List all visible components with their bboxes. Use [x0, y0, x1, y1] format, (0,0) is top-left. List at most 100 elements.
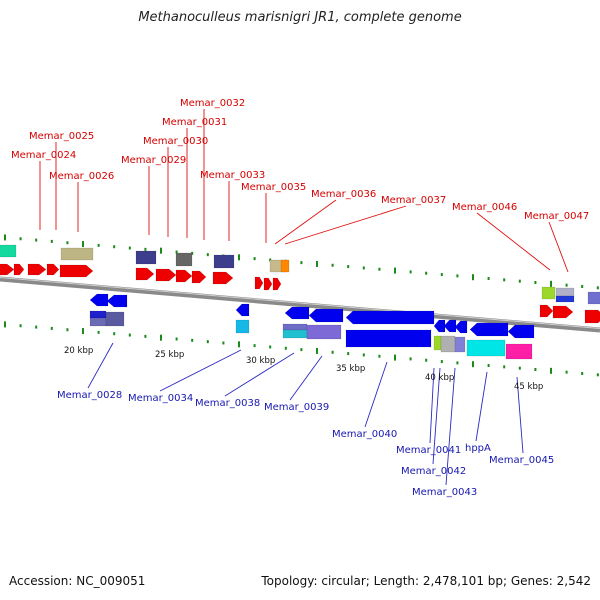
kbp-label: 25 kbp	[155, 350, 184, 360]
upper-tick	[35, 238, 38, 242]
leader-line	[445, 367, 456, 486]
gene-forward-arrow	[135, 267, 155, 281]
lower-tick	[144, 334, 147, 338]
lower-tick	[128, 333, 131, 337]
gene-box-teal	[282, 329, 308, 339]
lower-tick	[191, 338, 194, 342]
lower-tick	[97, 330, 100, 334]
upper-tick	[440, 273, 443, 277]
upper-tick	[347, 265, 350, 269]
leader-line	[475, 371, 488, 442]
lower-tick	[596, 373, 599, 377]
gene-reverse-arrow	[284, 306, 310, 320]
lower-tick	[4, 321, 6, 328]
upper-tick	[409, 270, 412, 274]
lower-tick	[175, 337, 178, 341]
top-gene-label: Memar_0031	[162, 117, 227, 128]
upper-tick	[50, 239, 53, 243]
kbp-label: 45 kbp	[514, 382, 543, 392]
upper-tick	[378, 267, 381, 271]
lower-tick	[472, 361, 474, 368]
gene-reverse-arrow	[345, 310, 435, 325]
gene-box-slate	[89, 317, 107, 327]
upper-tick	[66, 241, 69, 245]
gene-reverse-arrow	[454, 320, 468, 334]
top-gene-label: Memar_0035	[241, 182, 306, 193]
gene-box-navy	[135, 250, 157, 265]
leader-line	[432, 367, 441, 465]
gene-box-purple	[306, 324, 342, 340]
bottom-gene-label: Memar_0038	[195, 398, 260, 409]
leader-line	[429, 367, 435, 444]
leader-line	[274, 199, 337, 245]
bottom-gene-label: hppA	[465, 443, 491, 454]
upper-tick	[487, 277, 490, 281]
lower-tick	[362, 353, 365, 357]
upper-tick	[518, 279, 521, 283]
gene-box-navy	[213, 254, 235, 269]
upper-tick	[97, 243, 100, 247]
backbone-highlight	[0, 277, 600, 329]
top-gene-label: Memar_0026	[49, 171, 114, 182]
gene-reverse-arrow	[89, 293, 109, 307]
lower-tick	[565, 370, 568, 374]
gene-box-teal	[0, 244, 17, 258]
upper-tick	[175, 250, 178, 254]
top-gene-label: Memar_0046	[452, 202, 517, 213]
top-gene-label: Memar_0030	[143, 136, 208, 147]
gene-box-blue	[555, 295, 575, 303]
gene-box-cyan	[235, 319, 250, 334]
lower-tick	[409, 357, 412, 361]
label-leader-lines	[39, 109, 569, 486]
lower-tick	[300, 348, 303, 352]
lower-tick	[394, 354, 396, 361]
leader-line	[516, 376, 524, 454]
leader-line	[548, 221, 569, 273]
gene-reverse-arrow	[235, 303, 250, 317]
upper-tick	[206, 253, 209, 257]
upper-tick	[144, 247, 147, 251]
upper-tick	[253, 257, 256, 261]
lower-tick	[378, 354, 381, 358]
lower-tick	[50, 326, 53, 330]
gene-forward-arrow	[0, 263, 15, 276]
gene-forward-arrow	[191, 270, 207, 284]
lower-tick	[19, 324, 22, 328]
bottom-gene-label: Memar_0039	[264, 402, 329, 413]
genome-backbone	[0, 276, 600, 333]
lower-tick	[316, 347, 318, 354]
gene-box-blue	[89, 310, 107, 319]
bottom-gene-label: Memar_0034	[128, 393, 193, 404]
lower-tick	[253, 344, 256, 348]
gene-forward-arrow	[539, 304, 554, 318]
leader-line	[289, 355, 323, 401]
upper-tick	[503, 278, 506, 282]
lower-tick	[222, 341, 225, 345]
map-title: Methanoculleus marisnigri JR1, complete …	[138, 10, 462, 25]
top-gene-label: Memar_0036	[311, 189, 376, 200]
top-gene-label: Memar_0032	[180, 98, 245, 109]
upper-tick	[269, 258, 272, 262]
lower-tick	[456, 361, 459, 365]
gene-forward-arrow	[584, 309, 600, 324]
gene-box-gray	[440, 335, 456, 353]
gene-reverse-arrow	[507, 324, 535, 339]
upper-tick	[394, 267, 396, 274]
gene-box-orange	[280, 259, 290, 273]
upper-tick	[534, 281, 537, 285]
leader-line	[87, 342, 114, 389]
tick-marks	[4, 234, 599, 377]
lower-tick	[160, 334, 162, 341]
gene-forward-arrow	[272, 277, 282, 291]
gene-box-slate	[105, 311, 125, 327]
lower-tick	[331, 350, 334, 354]
kbp-label: 40 kbp	[425, 373, 454, 383]
upper-tick	[82, 241, 84, 248]
gene-box-lime	[541, 286, 556, 300]
lower-tick	[269, 345, 272, 349]
upper-tick	[238, 254, 240, 261]
kbp-label: 20 kbp	[64, 346, 93, 356]
gene-forward-arrow	[175, 269, 193, 283]
lower-tick	[66, 328, 69, 332]
